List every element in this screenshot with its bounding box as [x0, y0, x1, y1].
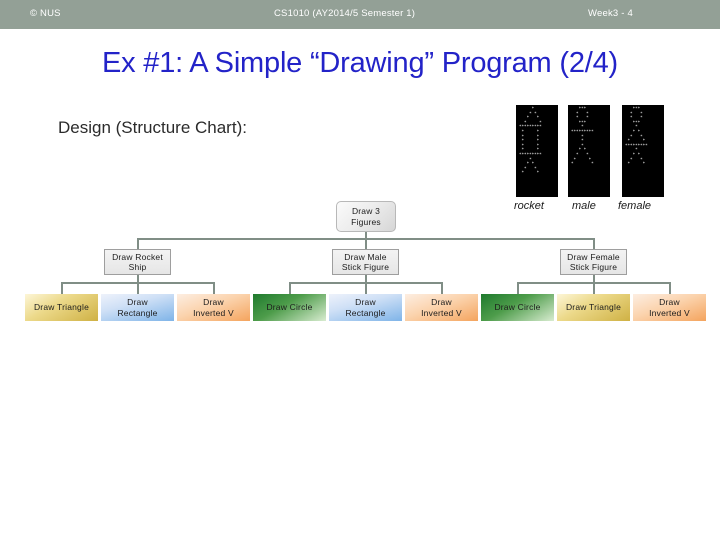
node-label-line2: Inverted V	[649, 307, 690, 318]
ascii-art-male: *** * * * * *** * ********* * * * * * * …	[571, 106, 594, 167]
connector-female-child3	[669, 282, 671, 294]
caption-male: male	[572, 200, 596, 212]
node-label-line2: Inverted V	[421, 307, 462, 318]
chart-node-draw-rocket-ship[interactable]: Draw Rocket Ship	[104, 249, 171, 275]
chart-node-draw-female-stick-figure[interactable]: Draw Female Stick Figure	[560, 249, 627, 275]
connector-rocket-down	[137, 275, 139, 283]
page-title: Ex #1: A Simple “Drawing” Program (2/4)	[102, 47, 618, 79]
node-label-line1: Draw	[203, 297, 224, 307]
design-section-label: Design (Structure Chart):	[58, 118, 247, 137]
node-label-line1: Draw Triangle	[565, 302, 622, 313]
chart-leaf-draw-inverted-v-3[interactable]: Draw Inverted V	[633, 294, 706, 321]
ascii-art-rocket: * * * * * * * ********* * * * * * * * * …	[519, 106, 542, 176]
node-label-line1: Draw Female	[567, 251, 620, 262]
connector-female-child1	[517, 282, 519, 294]
node-label-line2: Rectangle	[345, 307, 386, 318]
connector-to-female	[593, 238, 595, 249]
header-week: Week3 - 4	[588, 8, 633, 19]
chart-leaf-draw-circle-2[interactable]: Draw Circle	[481, 294, 554, 321]
connector-to-male	[365, 238, 367, 249]
caption-rocket: rocket	[514, 200, 544, 212]
chart-leaf-draw-rectangle-1[interactable]: Draw Rectangle	[101, 294, 174, 321]
chart-leaf-draw-triangle-2[interactable]: Draw Triangle	[557, 294, 630, 321]
connector-female-down	[593, 275, 595, 283]
node-label-line2: Figures	[351, 216, 381, 227]
header-course: CS1010 (AY2014/5 Semester 1)	[274, 8, 416, 19]
connector-root-down	[365, 232, 367, 239]
chart-leaf-draw-circle-1[interactable]: Draw Circle	[253, 294, 326, 321]
console-screenshot-female: *** * * * * *** * * * * * * * ********* …	[622, 105, 664, 197]
connector-female-child2	[593, 282, 595, 294]
connector-male-down	[365, 275, 367, 283]
node-label-line1: Draw	[659, 297, 680, 307]
console-screenshot-rocket: * * * * * * * ********* * * * * * * * * …	[516, 105, 558, 197]
chart-leaf-draw-triangle-1[interactable]: Draw Triangle	[25, 294, 98, 321]
node-label-line2: Inverted V	[193, 307, 234, 318]
node-label-line1: Draw Male	[344, 251, 387, 262]
connector-male-child2	[365, 282, 367, 294]
node-label-line1: Draw Triangle	[33, 302, 90, 313]
caption-female: female	[618, 200, 652, 212]
node-label-line1: Draw Rocket	[112, 251, 163, 262]
chart-node-draw-male-stick-figure[interactable]: Draw Male Stick Figure	[332, 249, 399, 275]
connector-rocket-child2	[137, 282, 139, 294]
chart-leaf-draw-inverted-v-1[interactable]: Draw Inverted V	[177, 294, 250, 321]
node-label-line2: Ship	[128, 262, 147, 272]
console-screenshot-male: *** * * * * *** * ********* * * * * * * …	[568, 105, 610, 197]
connector-to-rocket	[137, 238, 139, 249]
slide-header-bar: © NUS CS1010 (AY2014/5 Semester 1) Week3…	[0, 0, 720, 29]
connector-rocket-child1	[61, 282, 63, 294]
node-label-line1: Draw	[127, 297, 148, 307]
chart-leaf-draw-inverted-v-2[interactable]: Draw Inverted V	[405, 294, 478, 321]
chart-leaf-draw-rectangle-2[interactable]: Draw Rectangle	[329, 294, 402, 321]
connector-male-child3	[441, 282, 443, 294]
connector-male-child1	[289, 282, 291, 294]
header-copyright: © NUS	[30, 8, 61, 19]
node-label-line1: Draw Circle	[266, 302, 313, 313]
ascii-art-female: *** * * * * *** * * * * * * * ********* …	[625, 106, 648, 167]
node-label-line2: Stick Figure	[341, 262, 390, 272]
connector-rocket-child3	[213, 282, 215, 294]
node-label-line1: Draw	[355, 297, 376, 307]
chart-node-draw-3-figures[interactable]: Draw 3 Figures	[336, 201, 396, 232]
node-label-line1: Draw 3	[351, 206, 381, 216]
node-label-line1: Draw	[431, 297, 452, 307]
node-label-line2: Rectangle	[117, 307, 158, 318]
node-label-line1: Draw Circle	[494, 302, 541, 313]
node-label-line2: Stick Figure	[569, 262, 618, 272]
